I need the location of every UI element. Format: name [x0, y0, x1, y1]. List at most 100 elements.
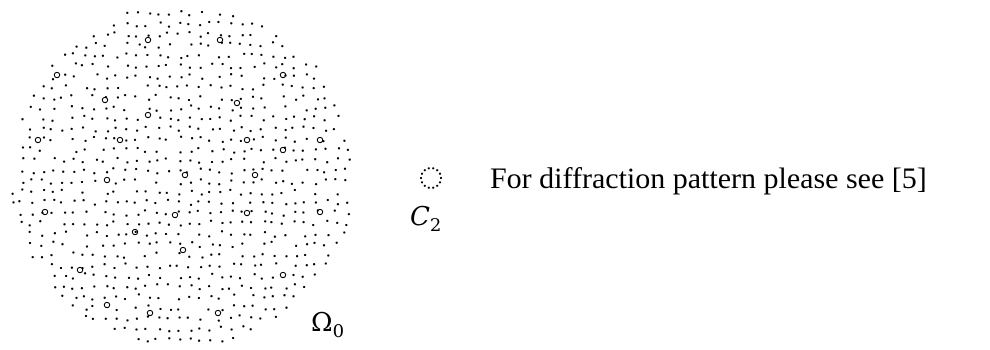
- pattern-point: [75, 150, 78, 154]
- pattern-point: [102, 148, 105, 151]
- pattern-point: [180, 56, 183, 60]
- pattern-point: [280, 222, 283, 225]
- pattern-point: [52, 169, 55, 172]
- pattern-point: [232, 304, 236, 307]
- pattern-point: [250, 209, 253, 213]
- pattern-point: [272, 148, 275, 151]
- pattern-point: [81, 191, 84, 194]
- pattern-point: [231, 109, 234, 112]
- pattern-point: [147, 304, 150, 307]
- pattern-point: [263, 62, 266, 65]
- pattern-point: [260, 277, 263, 280]
- pattern-point: [106, 130, 110, 133]
- pattern-point: [105, 107, 108, 110]
- pattern-point: [262, 83, 265, 86]
- pattern-point: [270, 220, 273, 224]
- pattern-point: [188, 14, 191, 17]
- c2-point: [420, 181, 424, 184]
- pattern-point: [71, 287, 74, 290]
- pattern-point: [188, 275, 192, 279]
- pattern-point: [82, 295, 86, 298]
- pattern-point: [85, 308, 88, 311]
- pattern-point: [127, 34, 130, 38]
- pattern-point: [312, 115, 316, 118]
- pattern-point: [327, 254, 330, 257]
- pattern-point: [292, 149, 295, 152]
- pattern-point: [274, 156, 277, 160]
- pattern-point: [52, 240, 55, 243]
- pattern-point: [302, 94, 305, 97]
- pattern-point: [314, 201, 318, 204]
- pattern-point: [189, 159, 192, 162]
- pattern-point: [207, 308, 210, 311]
- pattern-point: [125, 147, 128, 150]
- pattern-point: [240, 210, 243, 213]
- pattern-point: [134, 306, 137, 309]
- pattern-point: [260, 178, 263, 181]
- pattern-point: [282, 95, 285, 98]
- pattern-point: [270, 212, 274, 215]
- pattern-point: [176, 85, 179, 88]
- pattern-point: [159, 54, 162, 57]
- pattern-point: [42, 126, 45, 129]
- pattern-point: [324, 147, 327, 150]
- pattern-point: [270, 240, 273, 244]
- pattern-point: [71, 277, 75, 280]
- pattern-point: [178, 285, 181, 288]
- cluster-ring: [279, 146, 287, 154]
- cluster-ring: [279, 271, 287, 279]
- pattern-point: [144, 125, 147, 129]
- pattern-point: [28, 224, 31, 227]
- pattern-point: [314, 148, 318, 151]
- pattern-point: [275, 34, 278, 38]
- pattern-point: [290, 182, 294, 186]
- pattern-point: [113, 276, 117, 279]
- pattern-point: [166, 56, 170, 59]
- pattern-point: [231, 245, 234, 249]
- pattern-point: [96, 223, 99, 226]
- pattern-point: [50, 211, 53, 215]
- pattern-point: [252, 138, 256, 141]
- pattern-point: [259, 44, 262, 48]
- pattern-point: [253, 65, 256, 69]
- pattern-point: [199, 167, 202, 170]
- pattern-point: [250, 52, 253, 56]
- pattern-point: [70, 105, 74, 108]
- pattern-point: [70, 127, 73, 131]
- pattern-point: [116, 255, 119, 258]
- pattern-point: [115, 308, 118, 312]
- pattern-point: [166, 198, 170, 202]
- pattern-point: [199, 318, 202, 321]
- cluster-ring: [146, 309, 154, 317]
- pattern-point: [114, 126, 117, 129]
- pattern-point: [112, 167, 115, 170]
- pattern-point: [61, 294, 64, 297]
- pattern-point: [33, 157, 36, 160]
- pattern-point: [105, 224, 109, 227]
- pattern-point: [262, 77, 266, 80]
- pattern-point: [274, 315, 278, 319]
- pattern-point: [156, 172, 159, 175]
- pattern-point: [112, 24, 116, 27]
- pattern-point: [179, 160, 182, 163]
- pattern-point: [144, 190, 147, 193]
- pattern-point: [274, 139, 277, 142]
- pattern-point: [94, 130, 97, 133]
- pattern-point: [249, 129, 252, 133]
- pattern-point: [28, 146, 32, 149]
- pattern-point: [103, 296, 106, 299]
- pattern-point: [240, 284, 244, 287]
- pattern-point: [167, 13, 171, 16]
- pattern-point: [43, 170, 46, 174]
- pattern-point: [103, 255, 107, 258]
- pattern-point: [264, 287, 267, 290]
- pattern-point: [75, 45, 78, 48]
- pattern-point: [251, 95, 255, 98]
- pattern-point: [22, 157, 25, 160]
- pattern-point: [220, 98, 224, 101]
- c2-point: [423, 169, 426, 172]
- pattern-point: [198, 245, 201, 249]
- pattern-point: [333, 104, 336, 107]
- pattern-point: [227, 287, 231, 290]
- pattern-point: [302, 220, 305, 224]
